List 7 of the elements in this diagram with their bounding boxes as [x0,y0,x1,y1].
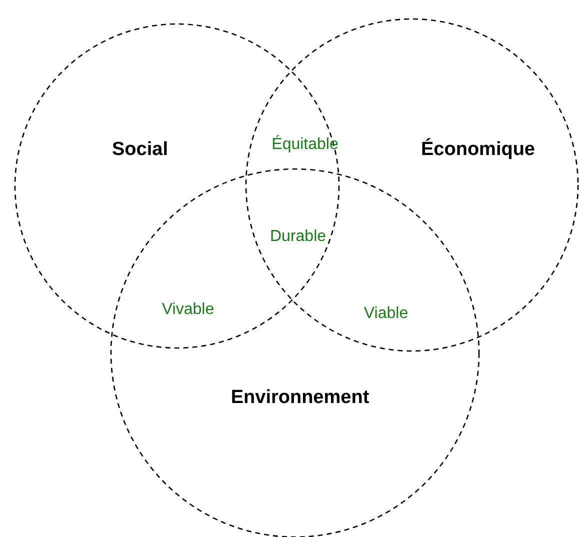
set-label: Social [112,139,168,161]
set-label: Économique [421,139,535,161]
overlap-label: Durable [270,228,326,246]
overlap-label: Équitable [272,136,338,154]
overlap-label: Viable [364,305,408,323]
set-label: Environnement [230,387,370,409]
overlap-label: Vivable [162,301,214,319]
